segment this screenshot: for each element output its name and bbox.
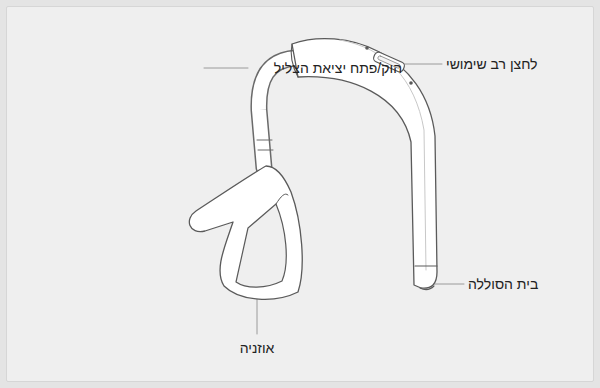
housing — [292, 39, 437, 289]
part-label: אוזניה — [240, 339, 275, 357]
earpiece — [189, 166, 302, 299]
battery-door — [415, 265, 437, 266]
battery-door-tab — [420, 286, 434, 290]
microphone-dot — [409, 81, 413, 85]
leader-line — [204, 68, 248, 69]
part-label: הוק/פתח יציאת הצליל — [274, 59, 402, 77]
earpiece-detail — [276, 194, 288, 204]
part-label: לחצן רב שימושי — [446, 55, 538, 73]
tube-ring — [257, 140, 273, 150]
leader-line — [400, 64, 442, 65]
part-label: בית הסוללה — [468, 275, 538, 293]
microphone-dot — [365, 46, 369, 50]
earpiece-opening — [236, 204, 286, 287]
